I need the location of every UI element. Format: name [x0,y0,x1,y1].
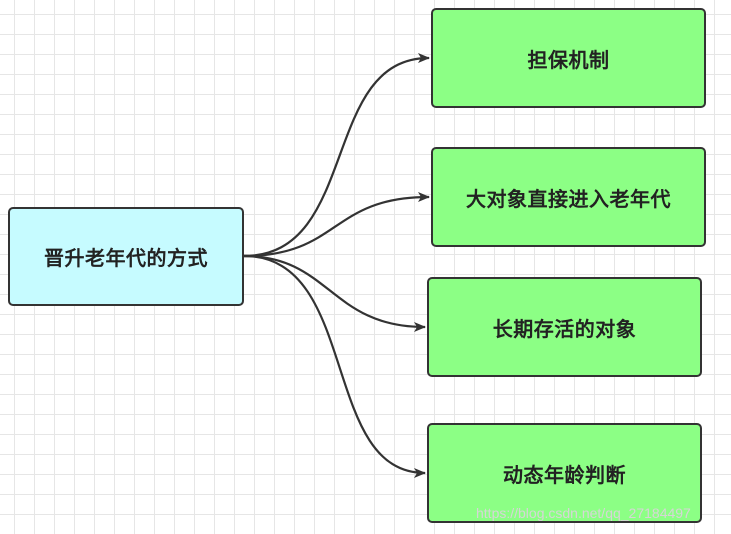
connector-arrow-1 [243,192,430,258]
child-node-label: 长期存活的对象 [492,316,637,341]
connector-arrow-0 [243,53,430,258]
connector-arrow-3 [243,254,426,478]
connector-arrow-2 [243,254,426,332]
child-node-large-object[interactable]: 大对象直接进入老年代 [431,147,706,247]
child-node-label: 动态年龄判断 [503,462,626,487]
child-node-guarantee-mechanism[interactable]: 担保机制 [431,8,706,108]
child-node-label: 担保机制 [527,47,610,72]
child-node-label: 大对象直接进入老年代 [466,186,671,211]
child-node-dynamic-age[interactable]: 动态年龄判断 [427,423,702,523]
child-node-long-lived-object[interactable]: 长期存活的对象 [427,277,702,377]
root-node-label: 晋升老年代的方式 [44,246,208,270]
watermark-text: https://blog.csdn.net/qq_27184497 [476,505,691,521]
root-node[interactable]: 晋升老年代的方式 [8,207,244,306]
